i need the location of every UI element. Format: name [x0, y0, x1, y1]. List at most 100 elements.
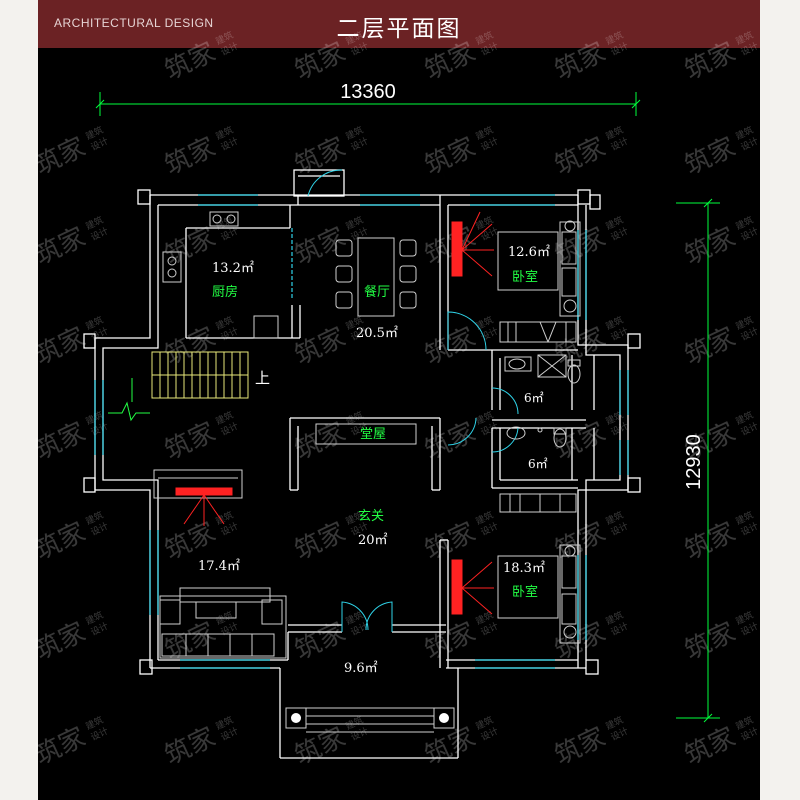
- svg-text:筑家: 筑家: [420, 322, 480, 371]
- bedroom1-name: 卧室: [512, 269, 538, 285]
- brand-subtitle: ARCHITECTURAL DESIGN: [54, 16, 214, 30]
- dining-name: 餐厅: [364, 284, 390, 300]
- svg-text:筑家: 筑家: [30, 517, 90, 566]
- drawing-background: [38, 0, 760, 800]
- svg-text:筑家: 筑家: [30, 222, 90, 271]
- hall-area: 20㎡: [358, 533, 388, 548]
- shrine-name: 堂屋: [360, 427, 386, 442]
- page-title: 二层平面图: [336, 16, 462, 42]
- svg-text:筑家: 筑家: [30, 617, 90, 666]
- svg-text:筑家: 筑家: [290, 417, 350, 466]
- height-dimension-label: 12930: [683, 434, 705, 490]
- svg-text:筑家: 筑家: [160, 322, 220, 371]
- hall-name: 玄关: [358, 509, 384, 524]
- svg-text:筑家: 筑家: [160, 132, 220, 181]
- svg-text:筑家: 筑家: [680, 222, 740, 271]
- svg-text:筑家: 筑家: [290, 222, 350, 271]
- svg-text:筑家: 筑家: [680, 517, 740, 566]
- title-bar: ARCHITECTURAL DESIGN 二层平面图: [38, 0, 760, 48]
- dining-area: 20.5㎡: [356, 326, 398, 341]
- doors: [307, 169, 519, 632]
- svg-text:筑家: 筑家: [550, 132, 610, 181]
- svg-text:筑家: 筑家: [30, 722, 90, 771]
- svg-text:筑家: 筑家: [680, 322, 740, 371]
- svg-text:筑家: 筑家: [550, 417, 610, 466]
- svg-text:筑家: 筑家: [160, 417, 220, 466]
- height-dimension: [676, 198, 720, 723]
- kitchen-name: 厨房: [212, 284, 238, 300]
- windows: [94, 194, 629, 669]
- svg-text:筑家: 筑家: [680, 617, 740, 666]
- staircase: [151, 351, 249, 399]
- furniture: [153, 211, 581, 733]
- svg-text:筑家: 筑家: [550, 722, 610, 771]
- width-dimension: [95, 92, 641, 116]
- column-posts: [291, 713, 449, 723]
- stair-break-line: [108, 378, 150, 422]
- svg-text:筑家: 筑家: [420, 132, 480, 181]
- svg-text:筑家: 筑家: [550, 37, 610, 86]
- svg-text:筑家: 筑家: [30, 322, 90, 371]
- svg-text:筑家: 筑家: [290, 322, 350, 371]
- svg-text:筑家: 筑家: [680, 132, 740, 181]
- svg-text:筑家: 筑家: [30, 132, 90, 181]
- svg-text:筑家: 筑家: [420, 37, 480, 86]
- bath1-area: 6㎡: [524, 391, 544, 405]
- svg-text:筑家: 筑家: [420, 417, 480, 466]
- porch-area: 9.6㎡: [344, 661, 378, 676]
- svg-text:筑家: 筑家: [420, 722, 480, 771]
- svg-text:筑家: 筑家: [420, 222, 480, 271]
- fireplace-heaters: [175, 211, 494, 615]
- svg-text:筑家: 筑家: [290, 517, 350, 566]
- svg-text:筑家: 筑家: [420, 517, 480, 566]
- svg-text:筑家: 筑家: [160, 722, 220, 771]
- room-labels: 13.2㎡ 厨房 餐厅 20.5㎡ 12.6㎡ 卧室 6㎡ 6㎡ 堂屋 玄关 2…: [198, 245, 550, 676]
- bedroom1-area: 12.6㎡: [508, 245, 550, 260]
- svg-text:筑家: 筑家: [680, 722, 740, 771]
- svg-text:筑家: 筑家: [160, 37, 220, 86]
- svg-text:筑家: 筑家: [290, 132, 350, 181]
- svg-text:筑家: 筑家: [290, 722, 350, 771]
- svg-text:筑家: 筑家: [30, 417, 90, 466]
- living-area: 17.4㎡: [198, 559, 240, 574]
- stair-up-label: 上: [255, 369, 270, 387]
- bath2-area: 6㎡: [528, 457, 548, 471]
- width-dimension-label: 13360: [340, 81, 396, 103]
- svg-text:筑家: 筑家: [680, 37, 740, 86]
- svg-text:筑家: 筑家: [290, 37, 350, 86]
